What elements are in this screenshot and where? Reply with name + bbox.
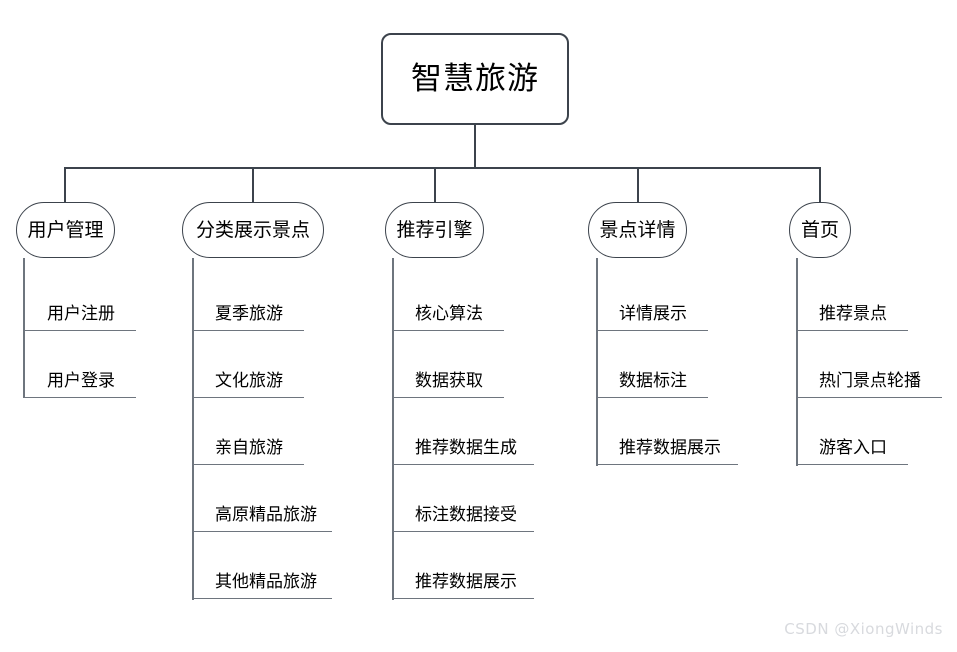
leaf-item[interactable]: 推荐景点: [796, 264, 908, 331]
leaf-item-label: 标注数据接受: [415, 505, 517, 525]
leaf-item-rule: [392, 330, 504, 331]
leaf-item-rule: [23, 330, 136, 331]
leaf-item-label: 核心算法: [415, 304, 483, 324]
branch-drop-connector-3: [434, 167, 436, 202]
leaf-item[interactable]: 推荐数据生成: [392, 398, 534, 465]
leaf-item-label: 推荐数据展示: [619, 438, 721, 458]
branch-node-user-management[interactable]: 用户管理: [16, 202, 115, 258]
leaf-item-rule: [796, 330, 908, 331]
branch-drop-connector-4: [637, 167, 639, 202]
leaf-trunk-line: [392, 258, 394, 600]
leaf-item-label: 推荐数据展示: [415, 572, 517, 592]
leaf-item-rule: [192, 330, 304, 331]
leaf-item[interactable]: 热门景点轮播: [796, 331, 942, 398]
leaf-item[interactable]: 数据标注: [596, 331, 708, 398]
leaf-trunk-line: [796, 258, 798, 466]
leaf-item-label: 数据标注: [619, 371, 687, 391]
leaf-item-label: 推荐数据生成: [415, 438, 517, 458]
leaf-item-rule: [596, 464, 738, 465]
leaf-trunk-line: [23, 258, 25, 398]
leaf-item[interactable]: 其他精品旅游: [192, 532, 332, 599]
root-node-label: 智慧旅游: [411, 60, 539, 97]
leaf-item-rule: [392, 598, 534, 599]
leaf-item-label: 其他精品旅游: [215, 572, 317, 592]
leaf-item-label: 热门景点轮播: [819, 371, 921, 391]
branch-node-label: 用户管理: [27, 218, 104, 241]
leaf-trunk-line: [192, 258, 194, 600]
root-stem-connector: [474, 125, 476, 169]
root-node[interactable]: 智慧旅游: [381, 33, 569, 125]
leaf-item[interactable]: 核心算法: [392, 264, 504, 331]
branch-drop-connector-2: [252, 167, 254, 202]
leaf-item-rule: [192, 531, 332, 532]
leaf-item-label: 推荐景点: [819, 304, 887, 324]
branch-node-label: 景点详情: [599, 218, 676, 241]
leaf-item-rule: [796, 397, 942, 398]
leaf-item[interactable]: 亲自旅游: [192, 398, 304, 465]
leaf-item-label: 夏季旅游: [215, 304, 283, 324]
leaf-item[interactable]: 游客入口: [796, 398, 908, 465]
branch-node-recommendation-engine[interactable]: 推荐引擎: [385, 202, 484, 258]
leaf-item-label: 用户注册: [47, 304, 115, 324]
leaf-item-label: 详情展示: [619, 304, 687, 324]
leaf-item[interactable]: 推荐数据展示: [392, 532, 534, 599]
branch-node-label: 分类展示景点: [195, 218, 310, 241]
leaf-item[interactable]: 文化旅游: [192, 331, 304, 398]
branch-drop-connector-5: [819, 167, 821, 202]
leaf-item-label: 用户登录: [47, 371, 115, 391]
leaf-item[interactable]: 用户注册: [23, 264, 136, 331]
leaf-item-rule: [392, 397, 504, 398]
leaf-item-rule: [192, 598, 332, 599]
leaf-item-rule: [23, 397, 136, 398]
leaf-item-rule: [796, 464, 908, 465]
leaf-item-rule: [392, 464, 534, 465]
leaf-item-rule: [192, 397, 304, 398]
branch-node-label: 首页: [800, 218, 839, 241]
leaf-item-label: 文化旅游: [215, 371, 283, 391]
leaf-item[interactable]: 数据获取: [392, 331, 504, 398]
leaf-item-rule: [192, 464, 304, 465]
leaf-item[interactable]: 用户登录: [23, 331, 136, 398]
leaf-item-rule: [596, 397, 708, 398]
leaf-item-label: 亲自旅游: [215, 438, 283, 458]
leaf-item[interactable]: 详情展示: [596, 264, 708, 331]
watermark-text: CSDN @XiongWinds: [784, 620, 943, 638]
leaf-item-label: 数据获取: [415, 371, 483, 391]
leaf-item-rule: [596, 330, 708, 331]
branch-node-category-display[interactable]: 分类展示景点: [182, 202, 324, 258]
branch-node-homepage[interactable]: 首页: [789, 202, 851, 258]
branch-node-attraction-detail[interactable]: 景点详情: [588, 202, 687, 258]
leaf-item[interactable]: 高原精品旅游: [192, 465, 332, 532]
leaf-item[interactable]: 标注数据接受: [392, 465, 534, 532]
leaf-item-rule: [392, 531, 534, 532]
branch-drop-connector-1: [64, 167, 66, 202]
leaf-trunk-line: [596, 258, 598, 466]
horizontal-bus-connector: [64, 167, 821, 169]
branch-node-label: 推荐引擎: [396, 218, 473, 241]
leaf-item-label: 高原精品旅游: [215, 505, 317, 525]
leaf-item[interactable]: 夏季旅游: [192, 264, 304, 331]
leaf-item-label: 游客入口: [819, 438, 887, 458]
leaf-item[interactable]: 推荐数据展示: [596, 398, 738, 465]
